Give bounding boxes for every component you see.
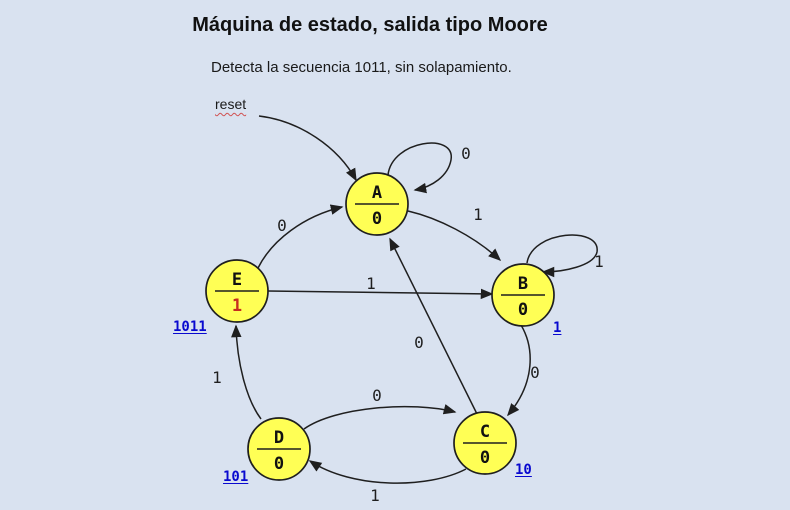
state-e: E 1 bbox=[205, 259, 269, 323]
sequence-label-d: 101 bbox=[223, 469, 249, 485]
state-a-output: 0 bbox=[372, 209, 382, 229]
edge-label-d-to-e: 1 bbox=[212, 368, 222, 387]
state-c: C 0 bbox=[453, 411, 517, 475]
state-a: A 0 bbox=[345, 172, 409, 236]
state-b: B 0 bbox=[491, 263, 555, 327]
subtitle: Detecta la secuencia 1011, sin solapamie… bbox=[211, 59, 512, 76]
edge-c-to-a bbox=[389, 237, 478, 415]
edge-label-a-self: 0 bbox=[461, 144, 471, 163]
edge-b-self-loop bbox=[526, 234, 598, 278]
reset-label: reset bbox=[215, 96, 247, 112]
page-title: Máquina de estado, salida tipo Moore bbox=[192, 14, 548, 36]
edge-d-to-e bbox=[231, 324, 262, 420]
edge-d-to-c bbox=[303, 404, 457, 430]
edge-a-to-b bbox=[407, 210, 502, 262]
edge-c-to-d bbox=[308, 460, 467, 484]
state-b-name: B bbox=[518, 274, 528, 294]
state-e-output: 1 bbox=[232, 296, 242, 316]
edge-label-c-to-a: 0 bbox=[414, 333, 424, 352]
state-a-name: A bbox=[372, 183, 382, 203]
sequence-label-b: 1 bbox=[553, 320, 562, 336]
sequence-label-e: 1011 bbox=[173, 319, 207, 335]
state-e-name: E bbox=[232, 270, 242, 290]
edge-label-b-self: 1 bbox=[594, 252, 604, 271]
edge-a-self-loop bbox=[387, 142, 452, 194]
state-c-name: C bbox=[480, 422, 490, 442]
edge-e-to-a bbox=[257, 204, 344, 269]
edge-label-b-to-c: 0 bbox=[530, 363, 540, 382]
state-d-name: D bbox=[274, 428, 284, 448]
edge-label-d-to-c: 0 bbox=[372, 386, 382, 405]
edge-reset-to-a bbox=[258, 115, 357, 182]
state-d: D 0 bbox=[247, 417, 311, 481]
sequence-label-c: 10 bbox=[515, 462, 532, 478]
edge-label-e-to-a: 0 bbox=[277, 216, 287, 235]
edge-label-c-to-d: 1 bbox=[370, 486, 380, 505]
state-b-output: 0 bbox=[518, 300, 528, 320]
state-c-output: 0 bbox=[480, 448, 490, 468]
state-d-output: 0 bbox=[274, 454, 284, 474]
edge-label-e-to-b: 1 bbox=[366, 274, 376, 293]
edge-e-to-b bbox=[267, 288, 494, 300]
edge-label-a-to-b: 1 bbox=[473, 205, 483, 224]
edge-b-to-c bbox=[507, 324, 531, 417]
